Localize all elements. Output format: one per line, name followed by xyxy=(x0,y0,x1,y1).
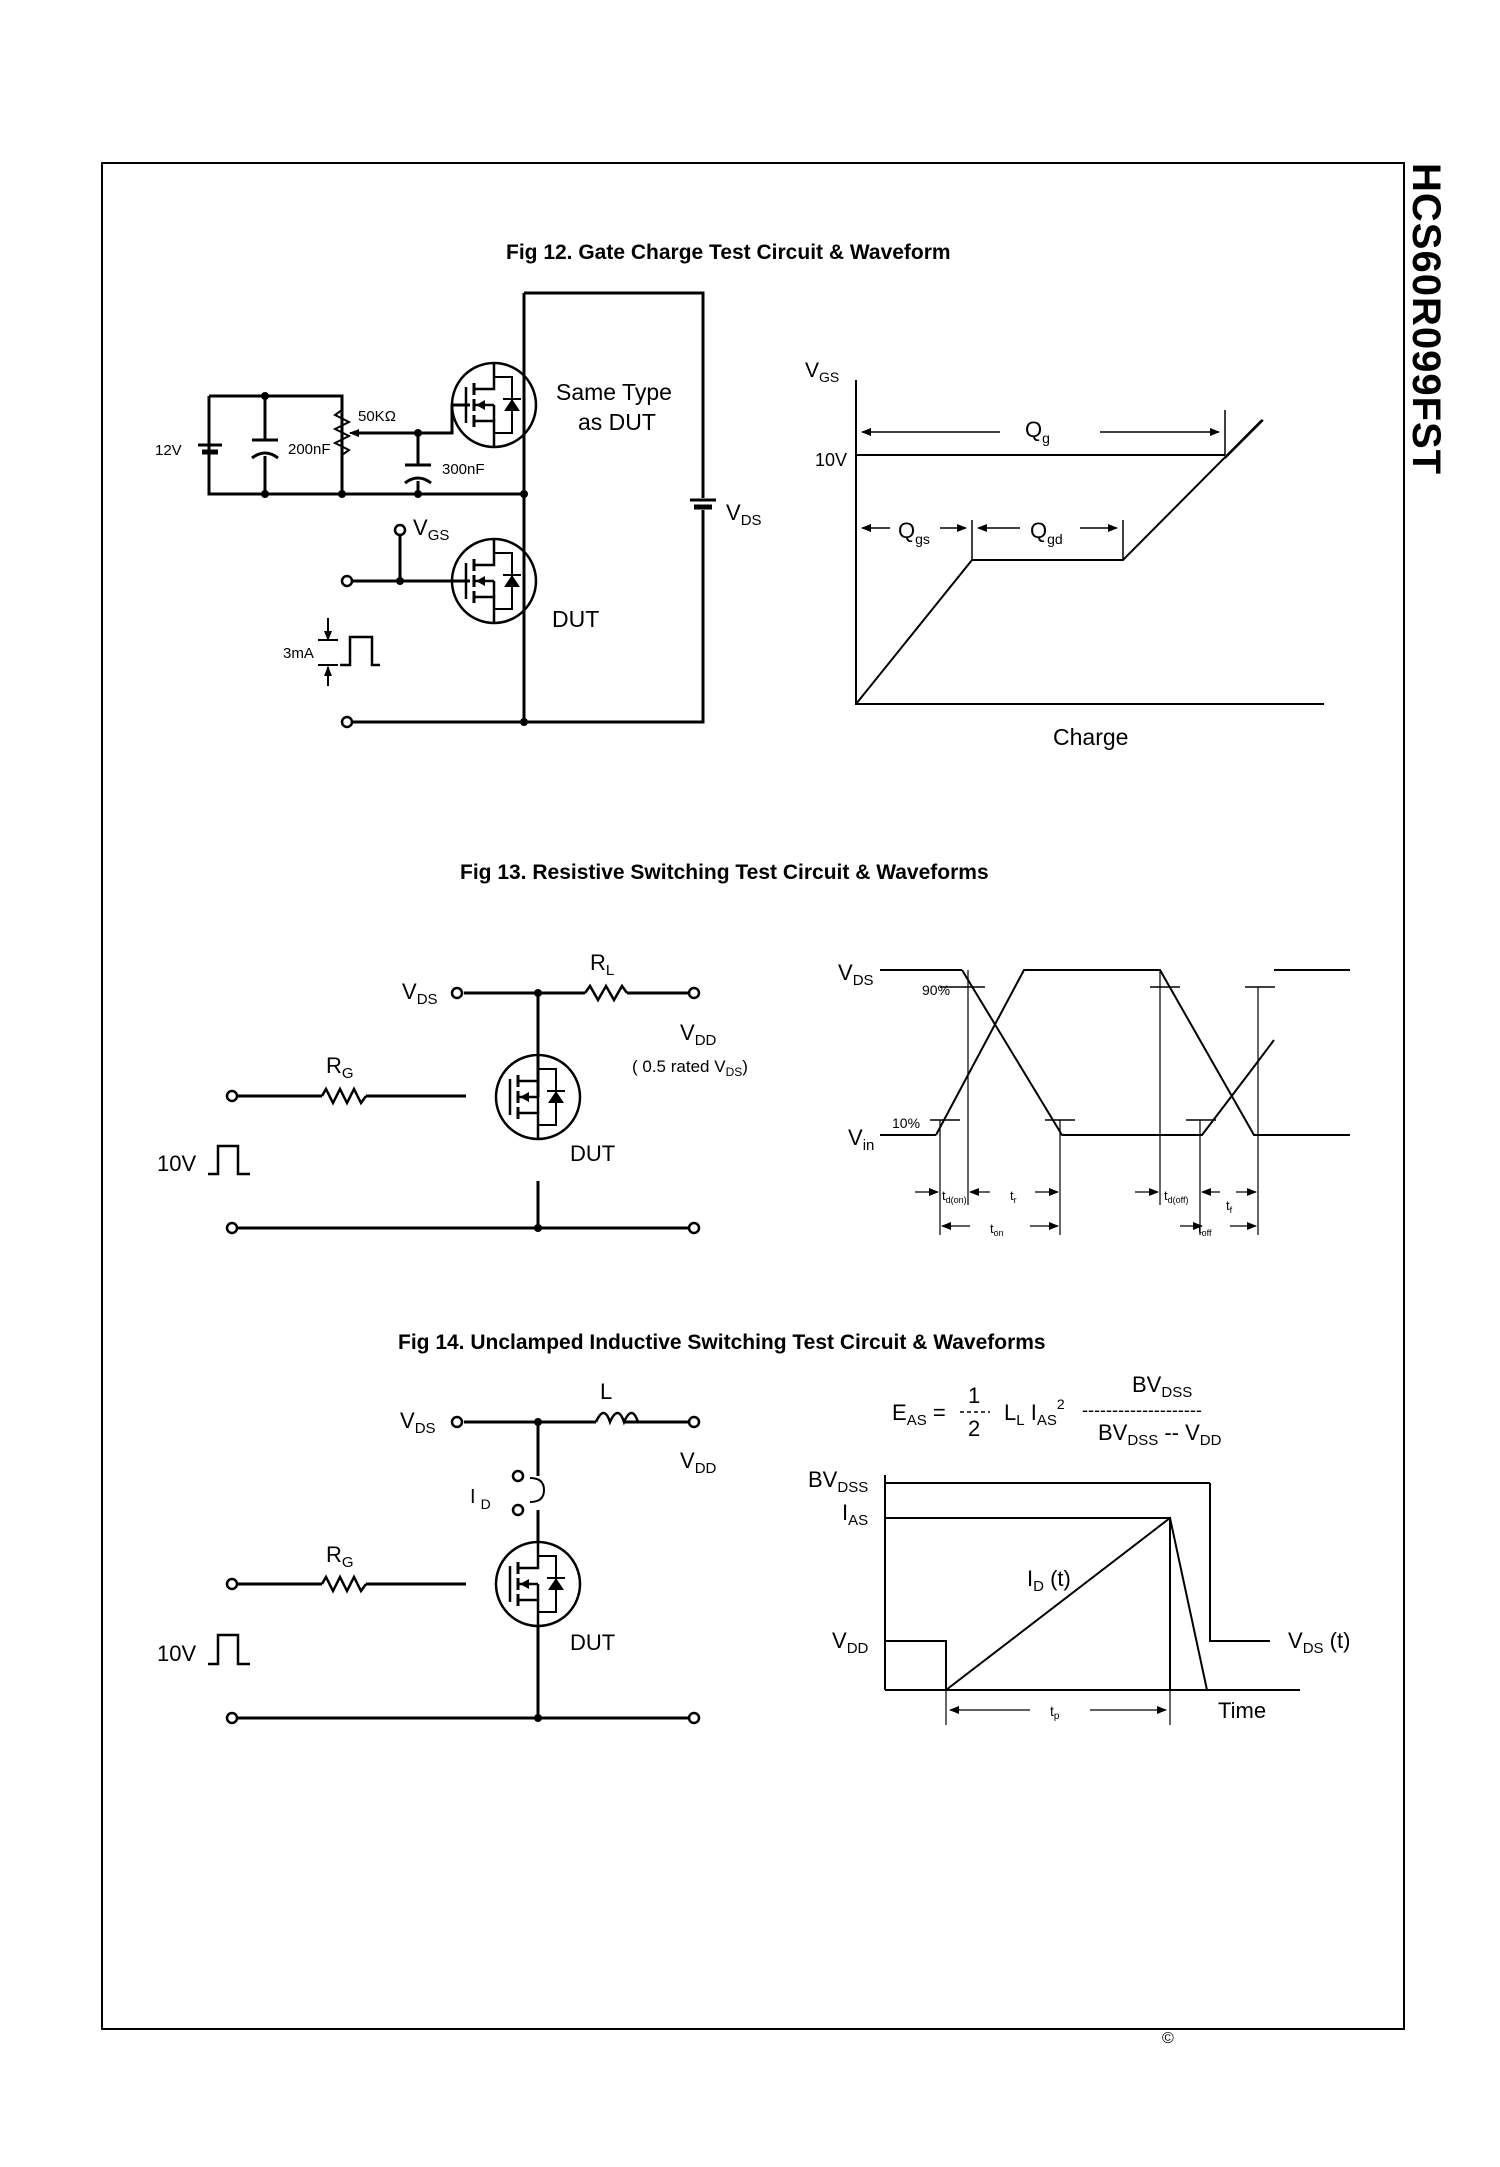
fig12-title: Fig 12. Gate Charge Test Circuit & Wavef… xyxy=(506,241,951,264)
w13-vin: Vin xyxy=(848,1125,874,1154)
w13-ton: ton xyxy=(990,1221,1004,1238)
fig13-circuit xyxy=(208,983,689,1230)
w14-bvdss: BVDSS xyxy=(808,1467,868,1496)
w14-tp: tp xyxy=(1050,1703,1060,1722)
wave-qgs: Qgs xyxy=(898,518,930,547)
w13-10: 10% xyxy=(892,1115,920,1131)
c13-vdd: VDD xyxy=(680,1020,717,1049)
fig14-waveform-labels: BVDSS IAS ID (t) VDD VDS (t) tp Time xyxy=(808,1467,1350,1723)
label-50k: 50KΩ xyxy=(358,408,396,425)
label-12v: 12V xyxy=(155,442,182,459)
label-dut: DUT xyxy=(552,606,599,632)
fig14-components xyxy=(225,1415,701,1725)
c13-vdd-note: ( 0.5 rated VDS) xyxy=(632,1057,748,1079)
label-same-type-2: as DUT xyxy=(578,409,656,435)
w13-tdoff: td(off) xyxy=(1164,1188,1188,1205)
fig12-circuit-labels: 12V 200nF 50KΩ 300nF Same Type as DUT VG… xyxy=(155,379,762,662)
label-200nf: 200nF xyxy=(288,441,331,458)
wave-10v: 10V xyxy=(815,450,847,470)
label-300nf: 300nF xyxy=(442,461,485,478)
w14-id-t: ID (t) xyxy=(1027,1566,1071,1595)
fig14-circuit xyxy=(208,1411,689,1720)
wave-xlabel-charge: Charge xyxy=(1053,724,1128,750)
c14-rg: RG xyxy=(326,1542,354,1571)
c14-10v: 10V xyxy=(157,1641,196,1666)
c13-10v: 10V xyxy=(157,1151,196,1176)
w13-vds: VDS xyxy=(838,960,874,989)
fig14-waveform xyxy=(884,1475,1300,1725)
c13-dut: DUT xyxy=(570,1141,615,1166)
formula-den: 2 xyxy=(968,1416,980,1441)
w13-tdon: td(on) xyxy=(942,1188,967,1205)
fig12-waveform xyxy=(855,380,1324,705)
label-vds: VDS xyxy=(726,500,762,529)
formula-num: 1 xyxy=(968,1383,980,1408)
w14-time: Time xyxy=(1218,1698,1266,1723)
formula-ll: LL IAS2 xyxy=(1004,1396,1065,1429)
formula-eas: EAS = xyxy=(892,1400,946,1429)
wave-qg: Qg xyxy=(1025,417,1050,446)
c14-vds: VDS xyxy=(400,1408,436,1437)
fig13-waveform xyxy=(880,969,1350,1235)
label-vgs: VGS xyxy=(413,515,449,544)
fig13-waveform-labels: VDS Vin 90% 10% td(on) tr ton td(off) tf… xyxy=(838,960,1233,1238)
fig13-title: Fig 13. Resistive Switching Test Circuit… xyxy=(460,861,989,884)
c13-rl: RL xyxy=(590,950,614,979)
fig13-circuit-labels: VDS RL VDD ( 0.5 rated VDS) RG 10V DUT xyxy=(157,950,748,1176)
formula-frac-den: BVDSS -- VDD xyxy=(1098,1420,1222,1449)
c13-rg: RG xyxy=(326,1053,354,1082)
fig12-components xyxy=(198,361,716,729)
w13-toff: toff xyxy=(1198,1221,1212,1238)
w13-tf: tf xyxy=(1226,1198,1233,1215)
w13-90: 90% xyxy=(922,982,950,998)
w14-ias: IAS xyxy=(842,1500,868,1529)
w14-vdd: VDD xyxy=(832,1628,869,1657)
formula-frac-num: BVDSS xyxy=(1132,1372,1192,1401)
c14-l: L xyxy=(600,1379,612,1404)
w14-vds-t: VDS (t) xyxy=(1288,1628,1350,1657)
fig14-title: Fig 14. Unclamped Inductive Switching Te… xyxy=(398,1331,1046,1354)
label-3ma: 3mA xyxy=(283,645,314,662)
page-frame xyxy=(101,162,1405,2030)
c13-vds: VDS xyxy=(402,979,438,1008)
wave-ylabel-vgs: VGS xyxy=(805,359,839,385)
fig12-waveform-labels: VGS 10V Qg Qgs Qgd Charge xyxy=(805,359,1128,750)
fig14-formula: EAS = 1 2 LL IAS2 BVDSS ----------------… xyxy=(892,1372,1222,1449)
label-same-type-1: Same Type xyxy=(556,379,672,405)
fig12-circuit xyxy=(207,291,705,724)
c14-dut: DUT xyxy=(570,1630,615,1655)
fig13-components xyxy=(225,986,701,1235)
w13-tr: tr xyxy=(1010,1188,1017,1205)
c14-vdd: VDD xyxy=(680,1448,717,1477)
wave-qgd: Qgd xyxy=(1030,518,1063,547)
copyright-symbol: © xyxy=(1162,2030,1174,2047)
formula-dashes: -------------------- xyxy=(1082,1400,1202,1420)
